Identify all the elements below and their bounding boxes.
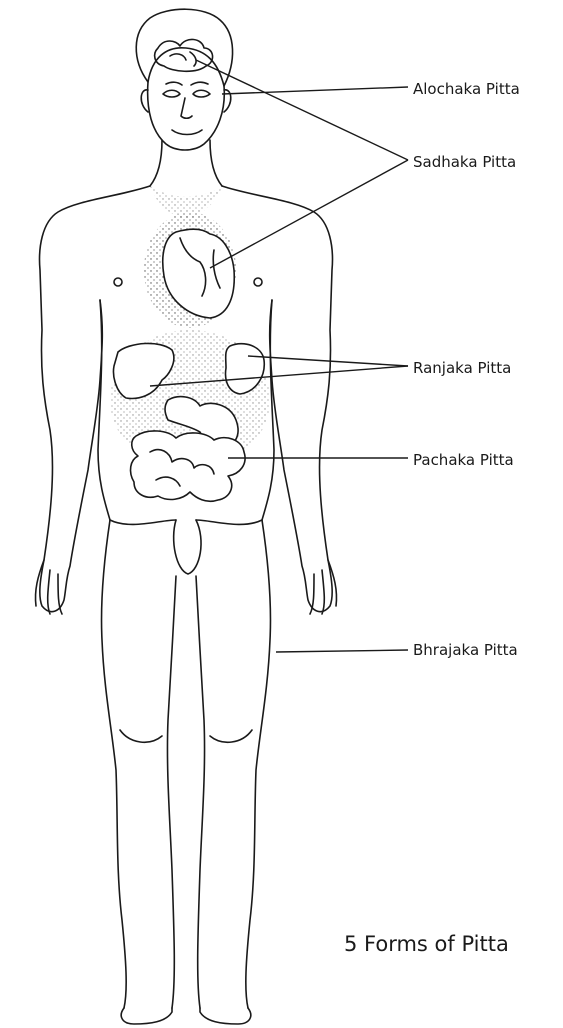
label-alochaka-pitta: Alochaka Pitta [413, 80, 520, 98]
leader-sadhaka-heart [210, 160, 408, 268]
leader-bhrajaka [276, 650, 408, 652]
label-pachaka-pitta: Pachaka Pitta [413, 451, 514, 469]
groin [110, 520, 262, 524]
figure-caption: 5 Forms of Pitta [344, 932, 509, 956]
foot-left [121, 1008, 172, 1024]
head-outline [148, 82, 225, 150]
hair [136, 9, 232, 86]
leg-right [246, 520, 271, 1008]
leader-alochaka [222, 87, 408, 94]
label-sadhaka-pitta: Sadhaka Pitta [413, 153, 516, 171]
eye-right [193, 90, 210, 97]
leader-ranjaka-spleen [248, 356, 408, 366]
intestines-icon [131, 431, 246, 501]
leader-sadhaka-brain [196, 60, 408, 160]
leg-left [101, 520, 126, 1008]
label-ranjaka-pitta: Ranjaka Pitta [413, 359, 511, 377]
label-bhrajaka-pitta: Bhrajaka Pitta [413, 641, 518, 659]
brain-icon [155, 39, 213, 71]
neck [150, 140, 222, 186]
eye-left [163, 90, 180, 97]
foot-right [200, 1008, 251, 1024]
